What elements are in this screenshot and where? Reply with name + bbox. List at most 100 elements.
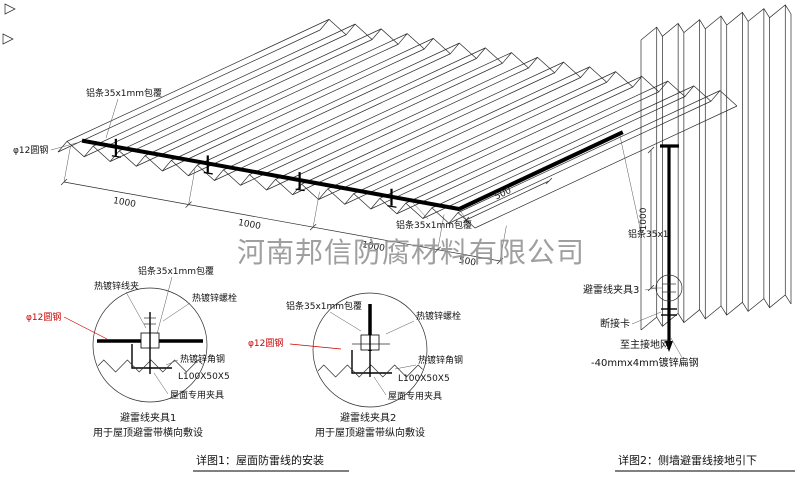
detail2-sheet-profile [314,364,426,378]
roof-front-edge [57,140,476,229]
leader-disconnect [631,311,662,325]
detail1-leader-angle-steel [165,359,179,366]
detail2-title: 避雷线夹具2 [340,411,396,424]
detail2-leader-roof-clamp [373,376,387,396]
leader-alu-strip-mid [412,202,429,220]
detail2-label-round-steel: φ12圆钢 [248,337,283,349]
roof-back-edge [319,18,738,107]
detail2-leader-angle-steel [394,364,417,370]
detail2-label-alu-strip: 铝条35x1mm包覆 [286,300,362,312]
roof-rib-line [249,52,512,175]
label-alu-strip-right: 铝条35x1 [628,228,669,240]
detail2-leader-alu-strip [329,311,362,332]
detail1-label-angle-steel: 热镀锌角钢 [180,353,225,365]
wire-clamp-marks [111,138,397,208]
detail1-leader-roof-clamp [153,372,169,395]
conductor-arrow-icon [665,341,673,352]
detail2-circle [312,292,428,408]
roof-rib-line [292,72,555,196]
dim-extension-line [63,146,71,183]
roof-rib-line [214,58,477,181]
detail1-leader-wire-clip [125,291,147,329]
detail2-label-angle-steel: 热镀锌角钢 [418,354,463,366]
roof-rib-line [266,67,529,191]
detail1-roof-profile-group [94,344,206,373]
side-dim-extension [458,208,469,223]
roof-rib-line [431,85,695,209]
roof-rib-line [57,29,321,153]
detail1-title: 避雷线夹具1 [120,411,176,424]
roof-rib-line [457,90,721,213]
roof-rib-line [370,86,633,210]
detail2-label-angle-spec: L100X50X5 [398,374,450,384]
roof-rib-line [92,23,356,147]
roof-panel [57,18,738,229]
wall-panel [640,4,792,331]
roof-rib-line [327,66,590,190]
roof-rib-line [66,19,330,142]
leader-alu-strip-right [619,135,641,229]
roof-rib-line [405,80,668,204]
detail1-leader-round-steel [63,316,108,340]
roof-rib-line [162,48,425,172]
roof-rib-line [240,62,503,186]
roof-rib-line [353,71,616,194]
dim-label-seg4: 500 [458,256,477,269]
leader-clamp3 [644,287,658,291]
dim-extension-line [437,214,445,250]
label-alu-strip-mid: 铝条35x1mm包覆 [396,219,472,231]
caption-detail2: 详图2：侧墙避雷线接地引下 [618,453,757,467]
roof-rib-line [379,76,642,199]
corner-mark-icon [4,3,16,15]
wall-dim-label: 1000 [639,207,649,230]
roof-rib-line [318,77,581,200]
dimension-ticks [60,146,507,265]
dimension-line-side [465,180,550,221]
leader-alu-strip-top [105,98,119,139]
detail1-circle [92,287,208,403]
wire-clamp-base [203,171,213,175]
roof-rib-line [171,38,434,161]
label-flat-steel: -40mmx4mm镀锌扁钢 [591,356,699,369]
detail2-label-roof-clamp: 屋面专用夹具 [388,390,442,402]
detail1-leader-bolt [162,302,191,322]
wall-dim-tick [647,146,655,154]
leader-flat-steel [670,337,685,362]
wall-top-edge [640,4,792,41]
detail1-label-roof-clamp: 屋面专用夹具 [170,389,224,401]
roof-rib-line [396,91,659,215]
detail1-label-round-steel: φ12圆钢 [26,311,61,323]
detail1-label-wire-clip: 热镀锌线夹 [94,280,139,292]
label-disconnect: 断接卡 [600,317,630,330]
detail2-leader-bolt [385,320,415,335]
roof-rib-line [422,96,686,219]
roof-rib-line [275,57,538,180]
wire-clamp-base [111,155,121,158]
dim-label-seg2: 1000 [237,218,262,232]
label-alu-strip-top: 铝条35x1mm包覆 [86,87,162,99]
roof-rib-line [119,28,382,152]
wire-clamp-base [387,205,397,208]
side-dim-tick [462,216,470,224]
roof-rib-line [145,33,408,156]
roof-rib-line [136,43,399,167]
detail2-roof-profile-group [314,350,426,378]
dimension-line-bottom [63,181,501,262]
roof-rib-line [448,100,712,224]
dim-extension-line [312,191,320,228]
dim-label-seg1: 1000 [112,196,137,210]
label-to-ground: 至主接地网 [620,338,670,351]
label-round-steel: φ12圆钢 [13,144,48,156]
wire-clamp-base [295,188,305,192]
dim-label-seg3: 1000 [361,240,386,254]
caption-detail1: 详图1：屋面防雷线的安装 [196,453,324,467]
roof-rib-line [474,105,738,229]
detail2-subtitle: 用于屋顶避雷带纵向敷设 [315,426,425,439]
roof-rib-line [344,81,607,205]
dim-extension-line [188,169,196,205]
wall-bottom-edge [640,294,792,331]
leader-round-steel [50,141,81,151]
detail1-label-bolt: 热镀锌螺栓 [192,292,237,304]
